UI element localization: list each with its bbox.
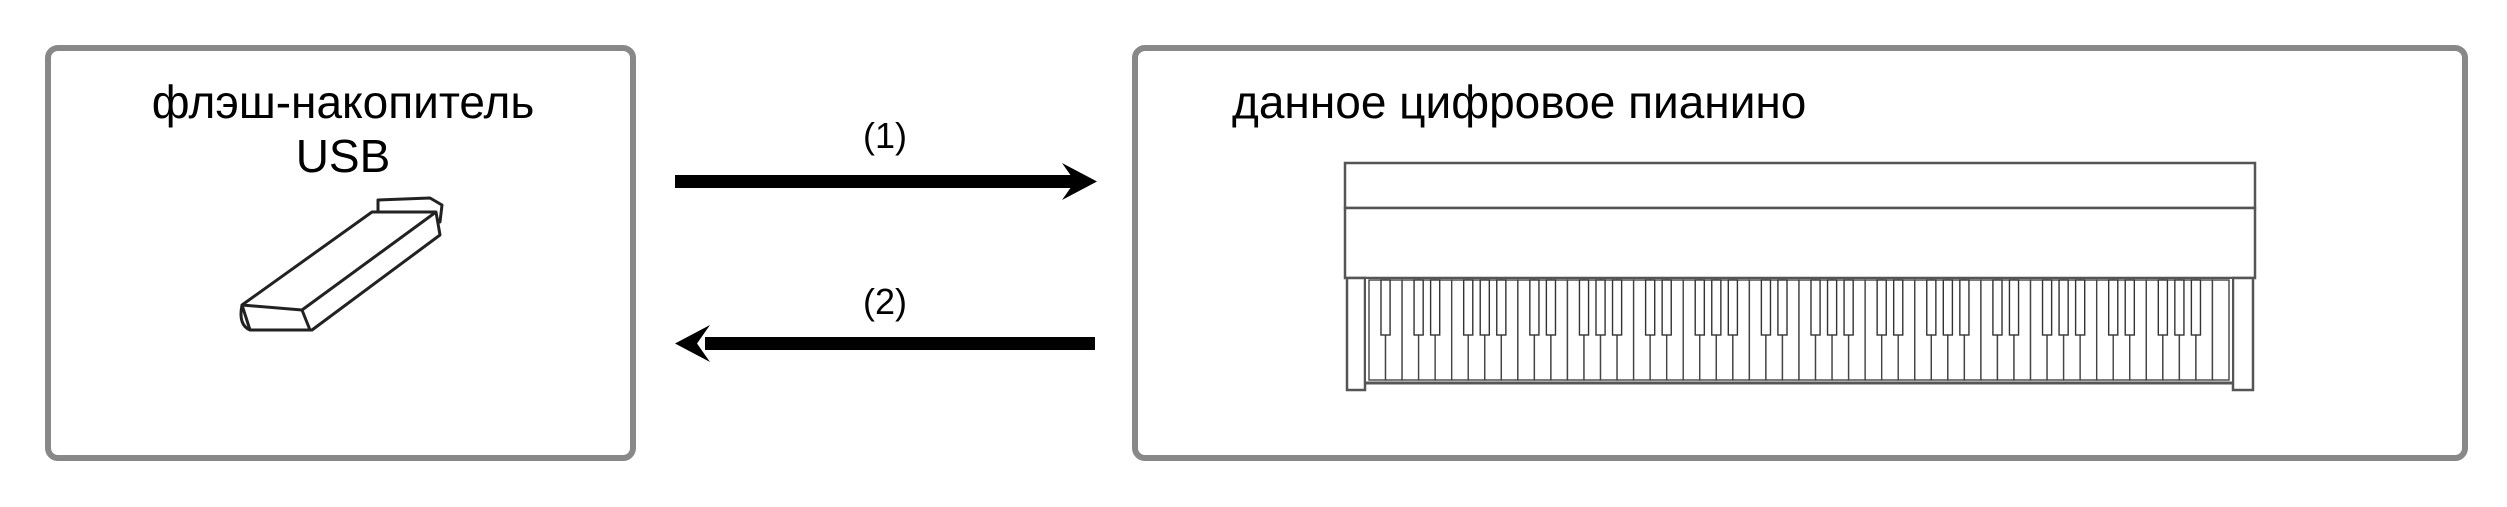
piano-black-key bbox=[2074, 279, 2086, 336]
piano-black-key bbox=[1711, 279, 1722, 336]
arrow-2-label: (2) bbox=[863, 281, 907, 322]
piano-black-key bbox=[1727, 279, 1739, 336]
piano-black-key bbox=[2107, 279, 2119, 336]
piano-black-key bbox=[1661, 279, 1672, 336]
piano-black-key bbox=[1826, 279, 1838, 336]
piano-black-key bbox=[1545, 279, 1557, 336]
piano-black-key bbox=[1942, 279, 1954, 336]
usb-drive-title-line2: USB bbox=[296, 130, 391, 182]
piano-black-key bbox=[1462, 279, 1474, 336]
piano-black-key bbox=[2190, 279, 2202, 336]
piano-title: данное цифровое пианино bbox=[1232, 76, 1806, 128]
piano-black-key bbox=[1529, 279, 1540, 336]
piano-black-key bbox=[1479, 279, 1491, 336]
piano-black-key bbox=[2124, 279, 2136, 336]
piano-black-key bbox=[1810, 279, 1821, 336]
piano-black-key bbox=[1926, 279, 1937, 336]
piano-black-key bbox=[1843, 279, 1854, 336]
piano-black-keys bbox=[1380, 279, 2202, 336]
piano-black-key bbox=[1760, 279, 1772, 336]
usb-flash-drive-icon bbox=[239, 196, 444, 332]
digital-piano-icon bbox=[1343, 161, 2257, 392]
arrow-1-label: (1) bbox=[863, 115, 907, 156]
usb-drive-title-line1: флэш-накопитель bbox=[152, 76, 535, 128]
piano-black-key bbox=[1777, 279, 1788, 336]
piano-black-key bbox=[2008, 279, 2020, 336]
piano-black-key bbox=[1578, 279, 1590, 336]
piano-black-key bbox=[1595, 279, 1606, 336]
piano-black-key bbox=[1429, 279, 1441, 336]
piano-black-key bbox=[1694, 279, 1706, 336]
piano-black-key bbox=[2157, 279, 2169, 336]
piano-black-key bbox=[1496, 279, 1507, 336]
piano-black-key bbox=[1380, 279, 1391, 336]
piano-black-key bbox=[1611, 279, 1623, 336]
piano-black-key bbox=[2174, 279, 2185, 336]
piano-black-key bbox=[1644, 279, 1656, 336]
transfer-arrow-2 bbox=[675, 325, 1095, 362]
piano-black-key bbox=[1876, 279, 1887, 336]
transfer-arrow-1 bbox=[675, 163, 1097, 200]
piano-black-key bbox=[1413, 279, 1424, 336]
piano-black-key bbox=[2041, 279, 2053, 336]
piano-black-key bbox=[1992, 279, 2003, 336]
piano-black-key bbox=[1959, 279, 1970, 336]
piano-black-key bbox=[1892, 279, 1904, 336]
piano-black-key bbox=[2058, 279, 2069, 336]
piano-white-key bbox=[2211, 279, 2230, 381]
